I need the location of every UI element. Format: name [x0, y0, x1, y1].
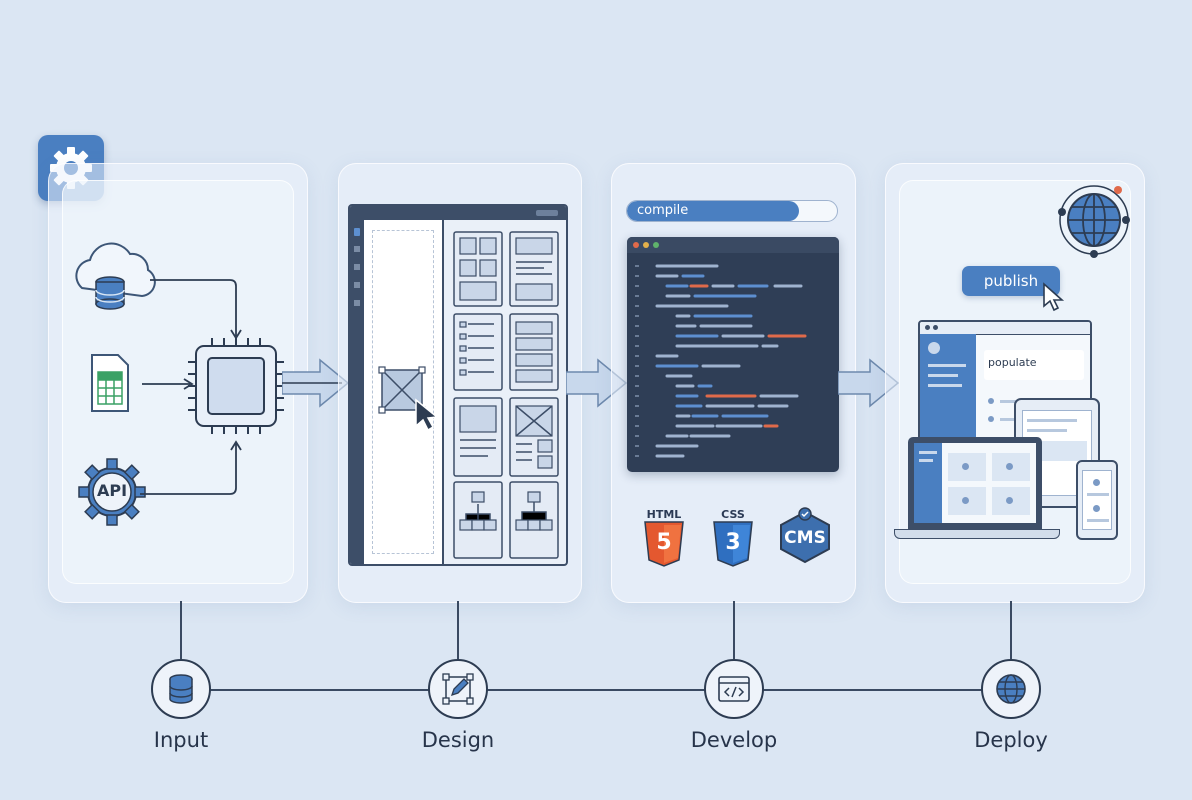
cms-label: CMS: [784, 528, 826, 548]
stage-deploy-circle[interactable]: [981, 659, 1041, 719]
minimize-dot-icon[interactable]: [643, 242, 649, 248]
stage-input-label: Input: [153, 728, 209, 752]
pen-tool-icon[interactable]: [354, 228, 360, 236]
layout-templates[interactable]: [444, 220, 568, 566]
input-flow-diagram: [75, 242, 284, 526]
editor-toolbar: [350, 220, 364, 564]
stage-input-circle[interactable]: [151, 659, 211, 719]
globe-icon: [996, 674, 1026, 704]
code-editor-titlebar: [627, 237, 839, 253]
compile-label: compile: [637, 203, 689, 218]
design-editor-window: [348, 204, 568, 566]
timeline-line: [182, 689, 1010, 691]
phone-device: [1076, 460, 1118, 540]
panel2-connector: [457, 601, 459, 659]
processor-chip-icon: [188, 338, 284, 434]
maximize-dot-icon[interactable]: [653, 242, 659, 248]
close-dot-icon[interactable]: [633, 242, 639, 248]
flow-arrow-3: [838, 358, 900, 408]
stage-develop-label: Develop: [690, 728, 778, 752]
cursor-icon: [415, 398, 439, 432]
css-number: 3: [725, 530, 741, 555]
cloud-database-icon: [75, 242, 156, 310]
editor-titlebar: [350, 206, 566, 220]
stage-design-label: Design: [421, 728, 495, 752]
api-label: API: [96, 481, 128, 500]
spreadsheet-icon: [91, 354, 129, 412]
compile-progress-bar: compile: [626, 200, 838, 222]
code-lines: [635, 264, 807, 458]
cms-badge-icon: [780, 507, 830, 564]
html-label: HTML: [646, 508, 682, 521]
css3-badge-icon: [713, 521, 753, 567]
flow-arrow-1: [282, 358, 350, 408]
populate-label: populate: [988, 356, 1037, 369]
publish-cursor-icon: [1043, 282, 1065, 312]
html-number: 5: [656, 530, 672, 555]
laptop-base: [894, 529, 1060, 539]
database-icon: [169, 674, 193, 704]
html5-badge-icon: [644, 521, 684, 567]
populate-field[interactable]: populate: [984, 350, 1084, 380]
global-network-icon: [1058, 185, 1130, 258]
stage-develop-circle[interactable]: [704, 659, 764, 719]
code-editor-window: [627, 237, 839, 472]
monitor-sidebar: [920, 334, 976, 442]
compile-progress-fill: [627, 201, 800, 221]
code-window-icon: [718, 676, 750, 702]
css-label: CSS: [721, 508, 745, 521]
stage-deploy-label: Deploy: [974, 728, 1048, 752]
design-tool-icon: [442, 673, 474, 705]
api-gear-icon: [78, 458, 146, 526]
panel4-connector: [1010, 601, 1012, 659]
dragged-image-element[interactable]: [376, 364, 446, 434]
panel3-connector: [733, 601, 735, 659]
panel1-connector: [180, 601, 182, 659]
laptop-screen: [908, 437, 1042, 529]
stage-design-circle[interactable]: [428, 659, 488, 719]
